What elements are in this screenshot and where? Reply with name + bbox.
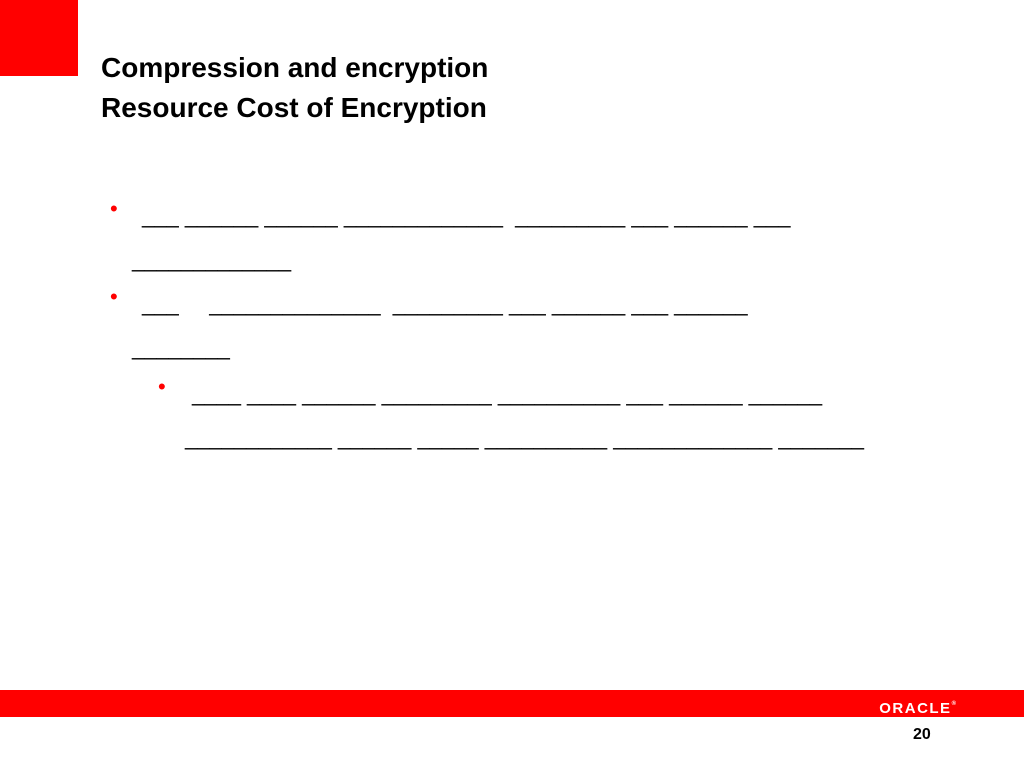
bullet-2-line-2: ________ [132, 335, 230, 360]
footer-bar [0, 690, 1024, 717]
bullet-2-line-1: ___ ______________ _________ ___ ______ … [142, 291, 748, 316]
page-number: 20 [913, 726, 931, 743]
corner-accent-block [0, 0, 78, 76]
slide-title: Compression and encryption Resource Cost… [101, 48, 488, 128]
sub-bullet-line-1: ____ ____ ______ _________ __________ __… [192, 381, 823, 406]
sub-bullet-dot-icon: • [158, 374, 166, 399]
bullet-dot-icon: • [110, 284, 118, 309]
title-line-2: Resource Cost of Encryption [101, 92, 487, 123]
oracle-logo-text: ORACLE [879, 700, 952, 717]
sub-bullet-line-2: ____________ ______ _____ __________ ___… [185, 425, 865, 450]
bullet-list: • ___ ______ ______ _____________ ______… [110, 196, 865, 451]
oracle-logo: ORACLE® [879, 695, 956, 718]
title-line-1: Compression and encryption [101, 52, 489, 83]
bullet-1-line-2: _____________ [132, 247, 292, 272]
registered-mark: ® [951, 701, 956, 707]
bullet-1-line-1: ___ ______ ______ _____________ ________… [142, 203, 791, 228]
bullet-dot-icon: • [110, 196, 118, 221]
